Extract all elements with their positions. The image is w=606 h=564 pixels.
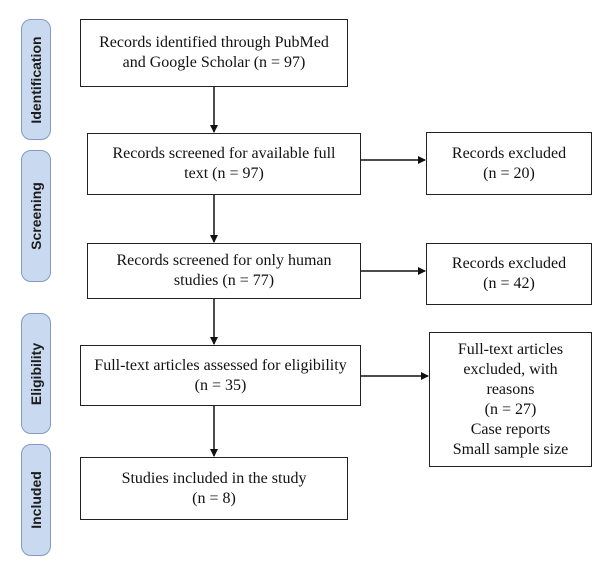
box-studies-included-line-1: Studies included in the study (121, 469, 307, 487)
box-records-screened-human-line-2: studies (n = 77) (173, 272, 275, 289)
box-records-screened-human-line-1: Records screened for only human (116, 252, 332, 269)
box-records-excluded-2: Records excluded (n = 42) (426, 243, 592, 305)
box-studies-included: Studies included in the study (n = 8) (80, 457, 348, 520)
box-records-excluded-1-line-1: Records excluded (451, 144, 567, 162)
box-fulltext-assessed: Full-text articles assessed for eligibil… (80, 345, 361, 406)
box-records-excluded-2-line-2: (n = 42) (483, 275, 535, 292)
phase-screening: Screening (21, 150, 51, 282)
box-fulltext-excluded-line-2: excluded, with (463, 360, 558, 378)
box-records-identified-line-1: Records identified through PubMed (99, 34, 329, 51)
box-fulltext-excluded-line-5: Case reports (470, 420, 551, 438)
box-records-excluded-1: Records excluded (n = 20) (426, 132, 592, 195)
box-records-excluded-1-line-2: (n = 20) (483, 164, 535, 182)
box-fulltext-excluded-line-6: Small sample size (452, 440, 569, 458)
box-fulltext-assessed-line-1: Full-text articles assessed for eligibil… (94, 356, 347, 374)
box-records-screened-fulltext-line-1: Records screened for available full (112, 145, 336, 162)
box-fulltext-excluded: Full-text articles excluded, with reason… (429, 332, 592, 467)
phase-identification: Identification (21, 19, 51, 140)
box-records-screened-fulltext: Records screened for available full text… (87, 133, 361, 195)
box-studies-included-line-2: (n = 8) (192, 489, 236, 507)
box-records-screened-human: Records screened for only human studies … (87, 243, 361, 299)
box-fulltext-excluded-line-1: Full-text articles (457, 340, 564, 358)
box-fulltext-excluded-line-3: reasons (486, 380, 535, 398)
box-fulltext-assessed-line-2: (n = 35) (194, 376, 247, 394)
box-records-identified-line-2: and Google Scholar (n = 97) (122, 54, 306, 71)
phase-included: Included (21, 444, 51, 556)
phase-eligibility: Eligibility (21, 313, 51, 434)
box-records-screened-fulltext-line-2: text (n = 97) (184, 165, 264, 182)
box-records-excluded-2-line-1: Records excluded (451, 255, 567, 272)
box-records-identified: Records identified through PubMed and Go… (80, 19, 348, 87)
box-fulltext-excluded-line-4: (n = 27) (484, 400, 537, 418)
